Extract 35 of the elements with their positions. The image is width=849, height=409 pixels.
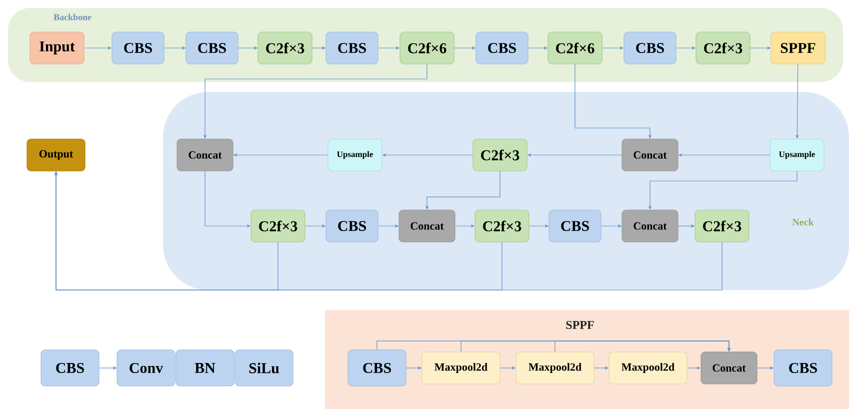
cbs-box: Conv	[116, 350, 176, 386]
sppf-box: SPPF	[770, 32, 826, 64]
upsample-box: Upsample	[328, 138, 382, 172]
concat-box: Concat	[622, 138, 678, 172]
input-box: Input	[30, 32, 84, 64]
arrow	[554, 340, 731, 352]
c2f-box: C2f×3	[250, 210, 306, 242]
c2f-box: C2f×6	[548, 32, 602, 64]
c2f-box: C2f×3	[474, 210, 530, 242]
upsample-box: Upsample	[770, 138, 824, 172]
c2f-box: C2f×3	[696, 32, 750, 64]
cbs-box: CBS	[476, 32, 528, 64]
cbs-box: CBS	[326, 210, 378, 242]
c2f-box: C2f×3	[472, 138, 528, 172]
concat-box: Concat	[176, 138, 234, 172]
cbs-box: CBS	[548, 210, 602, 242]
c2f-box: C2f×3	[258, 32, 312, 64]
cbs-box: CBS	[774, 350, 832, 386]
c2f-box: C2f×3	[694, 210, 750, 242]
maxpool-box: Maxpool2d	[422, 352, 500, 384]
cbs-box: CBS	[112, 32, 164, 64]
concat-box: Concat	[398, 210, 456, 242]
concat-box: Concat	[700, 352, 758, 384]
concat-box: Concat	[622, 210, 678, 242]
cbs-box: CBS	[326, 32, 378, 64]
cbs-box: CBS	[40, 350, 100, 386]
cbs-box: CBS	[348, 350, 406, 386]
maxpool-box: Maxpool2d	[608, 352, 688, 384]
cbs-box: CBS	[186, 32, 238, 64]
cbs-box: BN	[176, 350, 234, 386]
cbs-box: SiLu	[234, 350, 294, 386]
maxpool-box: Maxpool2d	[516, 352, 594, 384]
cbs-box: CBS	[624, 32, 676, 64]
c2f-box: C2f×6	[400, 32, 454, 64]
output-box: Output	[26, 138, 86, 172]
